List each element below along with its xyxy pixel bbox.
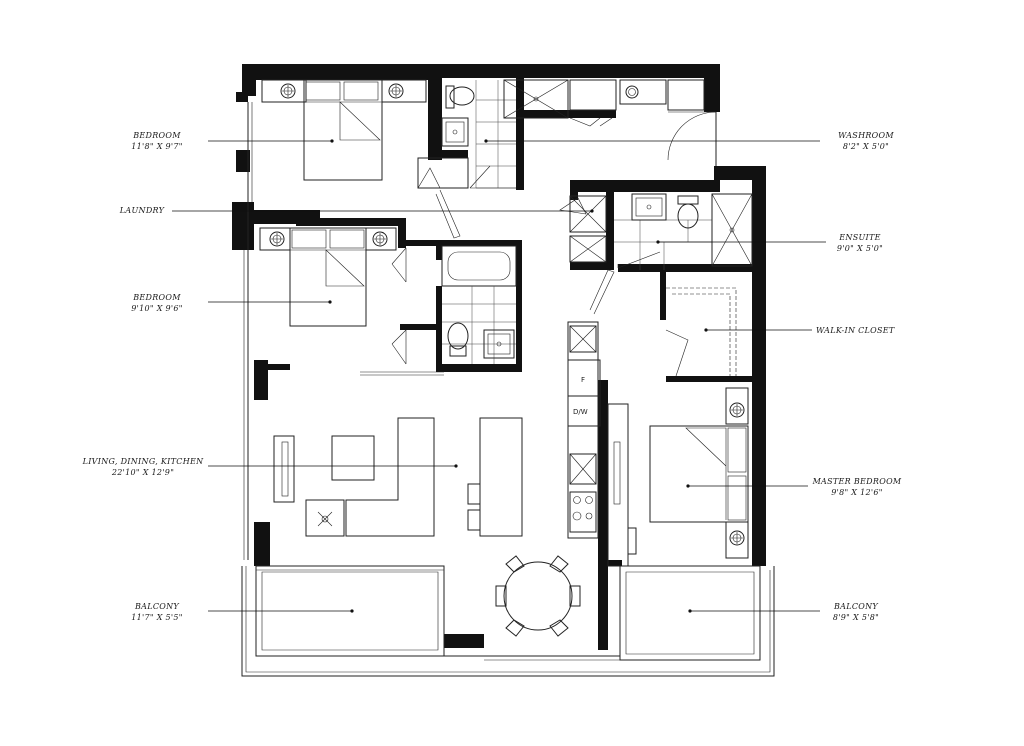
label-walk-in-closet: WALK-IN CLOSET bbox=[816, 325, 906, 336]
bedroom1-furniture bbox=[261, 79, 427, 181]
window-lines bbox=[241, 102, 775, 677]
label-laundry-name: LAUNDRY bbox=[119, 206, 165, 215]
label-washroom-name: WASHROOM bbox=[838, 131, 894, 140]
label-bedroom-1-name: BEDROOM bbox=[133, 131, 181, 140]
leader-lines bbox=[172, 139, 826, 613]
label-balcony-1-name: BALCONY bbox=[134, 602, 180, 611]
label-balcony-2-dim: 8'9" X 5'8" bbox=[832, 613, 880, 622]
label-ensuite: ENSUITE 9'0" X 5'0" bbox=[830, 232, 890, 254]
label-washroom: WASHROOM 8'2" X 5'0" bbox=[826, 130, 906, 152]
label-walkin-name: WALK-IN CLOSET bbox=[816, 326, 895, 335]
fridge-label: F bbox=[581, 376, 585, 384]
label-bedroom-2-dim: 9'10" X 9'6" bbox=[131, 304, 183, 313]
label-living-name: LIVING, DINING, KITCHEN bbox=[82, 457, 204, 466]
label-washroom-dim: 8'2" X 5'0" bbox=[842, 142, 890, 151]
living-furniture bbox=[273, 417, 581, 637]
label-balcony-2: BALCONY 8'9" X 5'8" bbox=[826, 601, 886, 623]
label-laundry: LAUNDRY bbox=[112, 205, 172, 216]
washroom-fixtures bbox=[417, 79, 717, 239]
label-ensuite-name: ENSUITE bbox=[839, 233, 881, 242]
label-living-dining-kitchen: LIVING, DINING, KITCHEN 22'10" X 12'9" bbox=[82, 456, 204, 478]
bath2-fixtures bbox=[441, 245, 517, 364]
label-balcony-1-dim: 11'7" X 5'5" bbox=[131, 613, 183, 622]
label-balcony-1: BALCONY 11'7" X 5'5" bbox=[112, 601, 202, 623]
walls bbox=[232, 64, 766, 650]
label-master-dim: 9'8" X 12'6" bbox=[831, 488, 883, 497]
label-living-dim: 22'10" X 12'9" bbox=[111, 468, 175, 477]
kitchen-fixtures: F D/W bbox=[467, 321, 601, 539]
ensuite-fixtures bbox=[559, 193, 753, 315]
walkin-fixtures bbox=[665, 287, 737, 377]
master-furniture bbox=[607, 387, 749, 567]
label-ensuite-dim: 9'0" X 5'0" bbox=[836, 244, 884, 253]
label-bedroom-1-dim: 11'8" X 9'7" bbox=[131, 142, 183, 151]
bedroom2-furniture bbox=[259, 227, 444, 376]
label-bedroom-2: BEDROOM 9'10" X 9'6" bbox=[112, 292, 202, 314]
label-balcony-2-name: BALCONY bbox=[833, 602, 879, 611]
label-master-name: MASTER BEDROOM bbox=[812, 477, 902, 486]
label-bedroom-2-name: BEDROOM bbox=[133, 293, 181, 302]
label-bedroom-1: BEDROOM 11'8" X 9'7" bbox=[112, 130, 202, 152]
label-master-bedroom: MASTER BEDROOM 9'8" X 12'6" bbox=[812, 476, 902, 498]
dishwasher-label: D/W bbox=[573, 408, 588, 416]
